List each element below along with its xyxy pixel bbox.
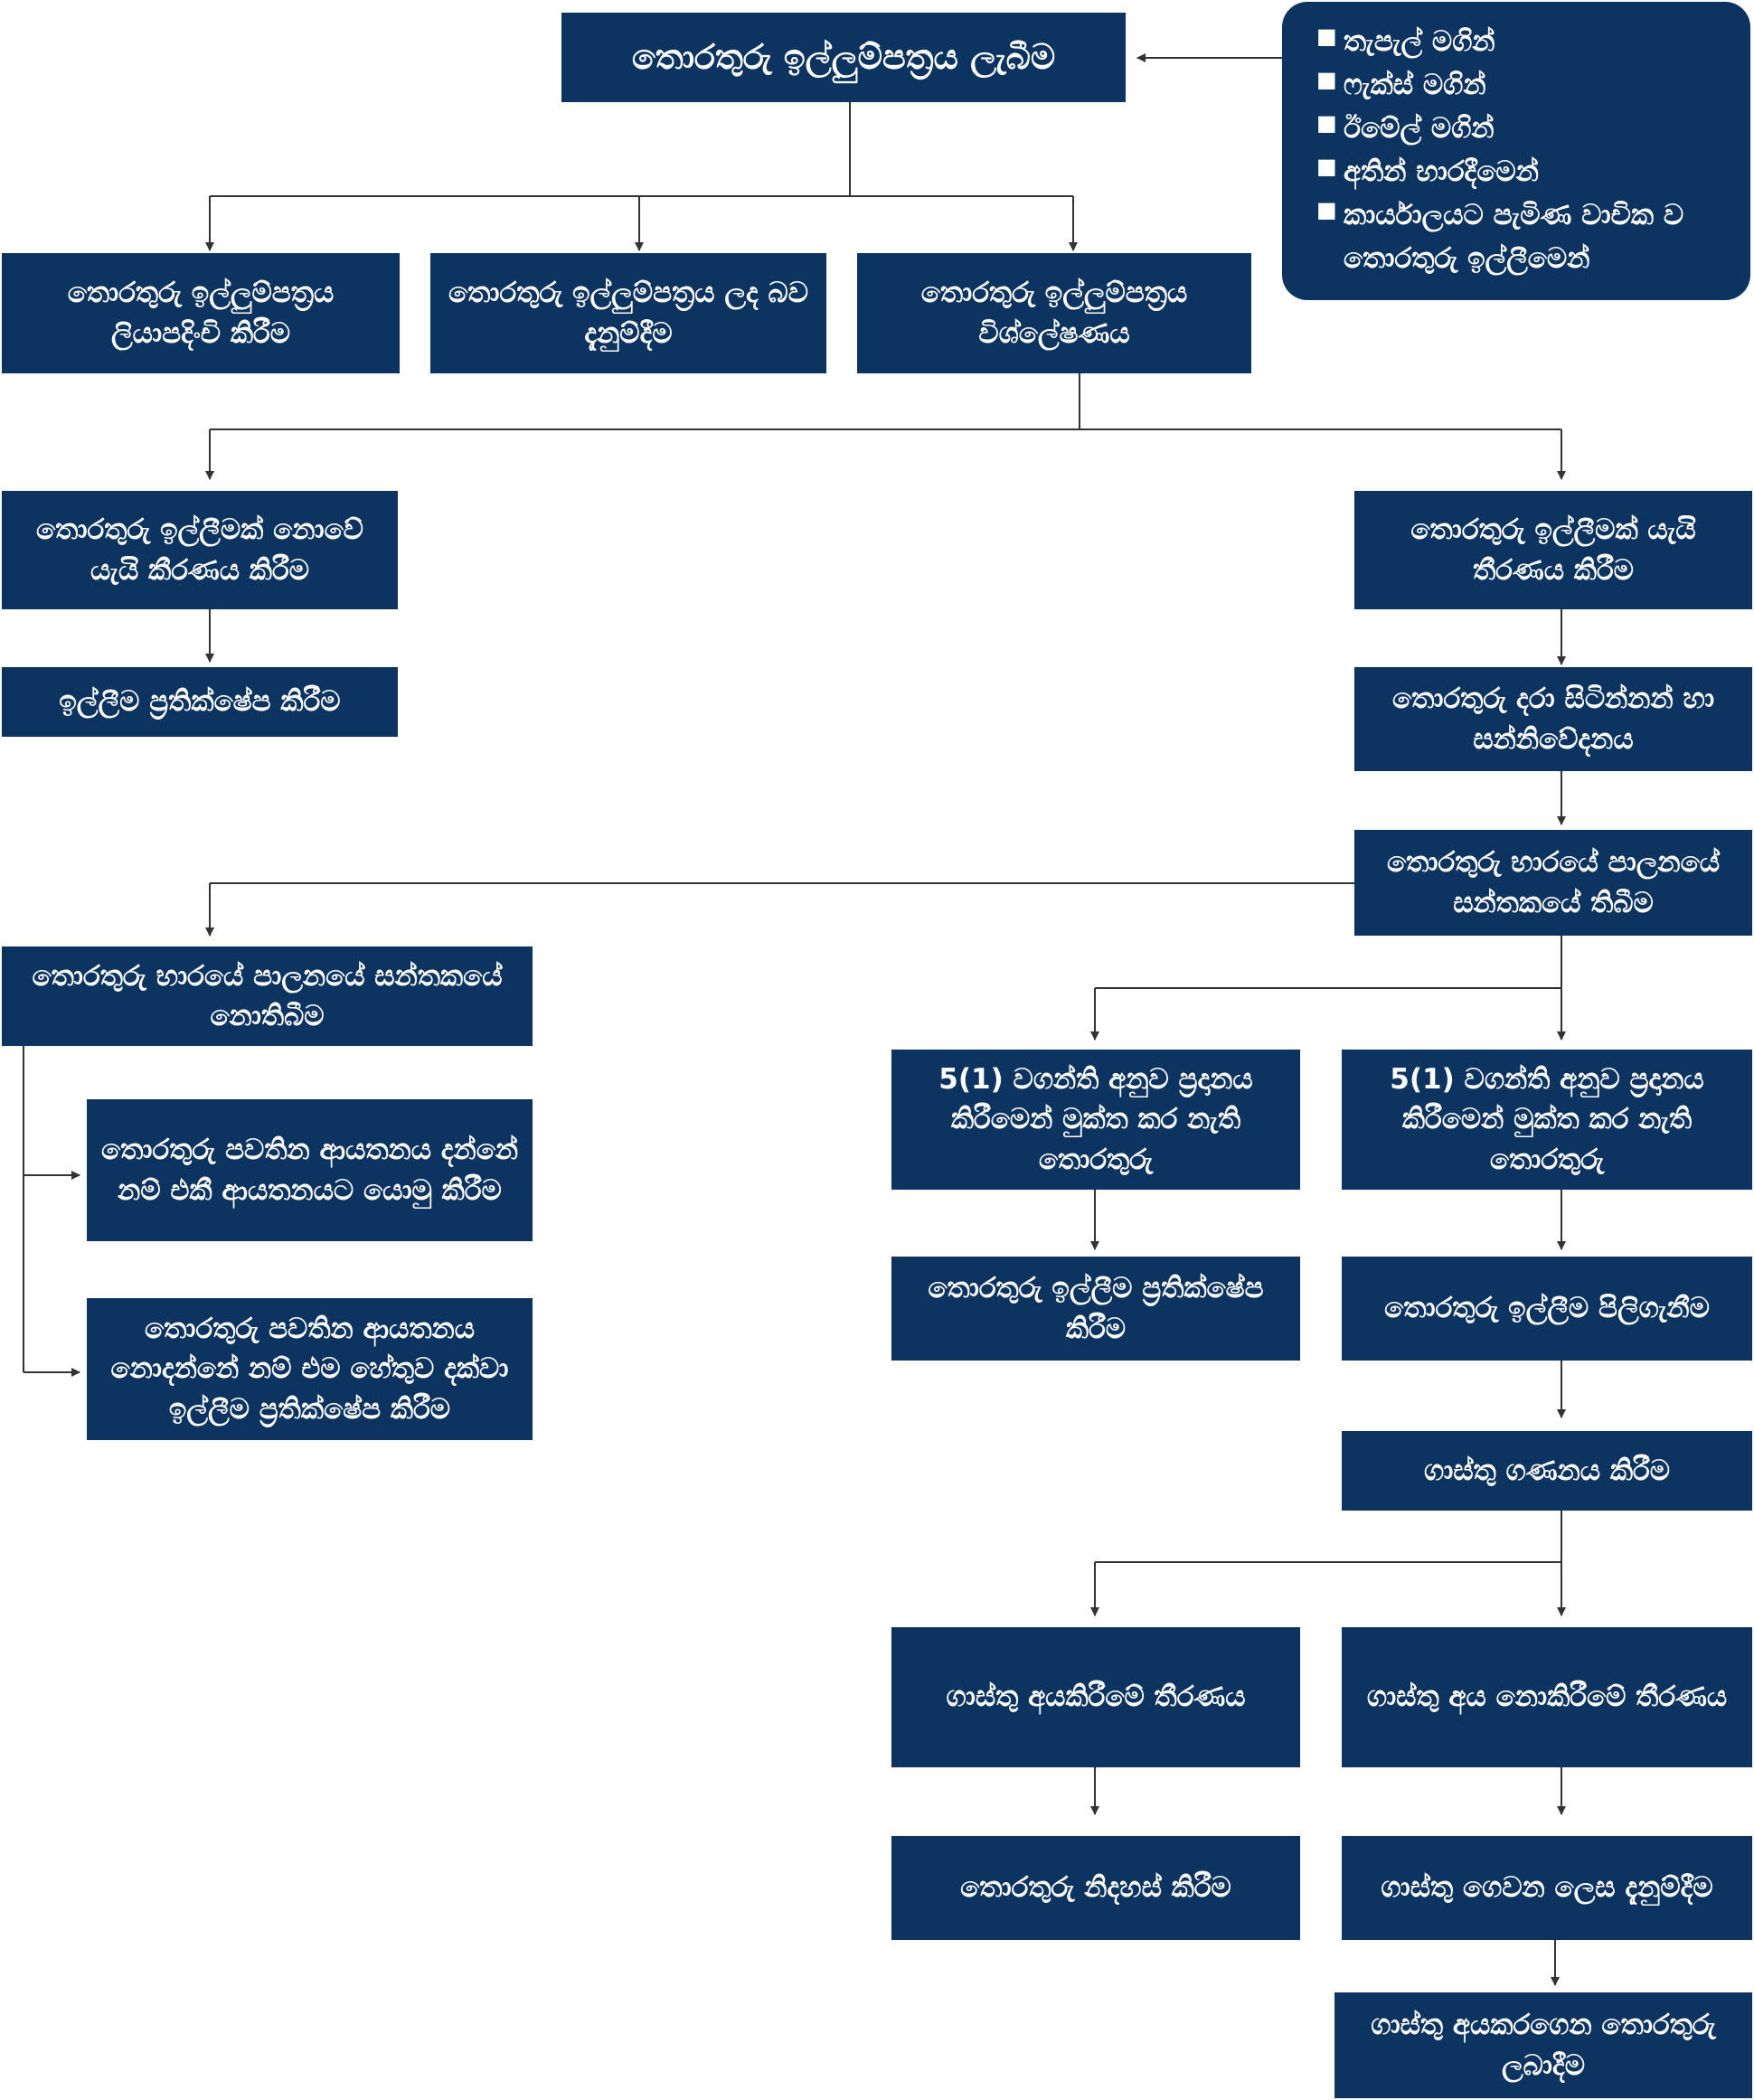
node-label: තොරතුරු ඉල්ලීම ප්‍රතික්ෂේප කිරීම [928, 1272, 1264, 1345]
node-label: ගාස්තු අයකරගෙන තොරතුරු ලබාදීම [1371, 2009, 1716, 2082]
node-label: ඉල්ලීම ප්‍රතික්ෂේප කිරීම [59, 685, 341, 719]
node-label: තොරතුරු ඉල්ලුම්පත්‍රය ලියාපදිංචි කිරීම [67, 277, 335, 350]
node-receive-application: තොරතුරු ඉල්ලුම්පත්‍රය ලැබීම [561, 13, 1126, 102]
node-label: තොරතුරු දරා සිටින්නන් හා සන්නිවේදනය [1391, 683, 1715, 756]
channel-item: ෆැක්ස් මගින් [1316, 63, 1736, 107]
node-label: තොරතුරු පවතින ආයතනය නොදන්නේ නම් එම හේතුව… [110, 1313, 509, 1426]
node-information-not-held: තොරතුරු භාරයේ පාලනයේ සන්තකයේ නොතිබීම [2, 946, 533, 1046]
node-reject-request: ඉල්ලීම ප්‍රතික්ෂේප කිරීම [2, 667, 398, 737]
node-label: තොරතුරු පවතින ආයතනය දන්නේ නම් එකී ආයතනයට… [100, 1134, 518, 1207]
channel-item: කාර්යාලයට පැමිණ වාචික ව තොරතුරු ඉල්ලීමෙන… [1316, 193, 1736, 280]
node-label: තොරතුරු ඉල්ලීමක් යැයි තීරණය කිරීම [1410, 513, 1696, 587]
node-reject-unknown-institution: තොරතුරු පවතින ආයතනය නොදන්නේ නම් එම හේතුව… [87, 1298, 533, 1440]
node-analyse-application: තොරතුරු ඉල්ලුම්පත්‍රය විශ්ලේෂණය [857, 253, 1251, 373]
node-label: 5(1) වගන්ති අනුව ප්‍රදානය කිරීමෙන් මුක්ත… [1390, 1063, 1704, 1176]
channel-item: තැපැල් මගින් [1316, 20, 1736, 63]
node-label: ගාස්තු අය නොකිරීමේ තීරණය [1366, 1681, 1728, 1714]
node-third-party-communication: තොරතුරු දරා සිටින්නන් හා සන්නිවේදනය [1354, 667, 1752, 771]
node-is-a-request: තොරතුරු ඉල්ලීමක් යැයි තීරණය කිරීම [1354, 491, 1752, 609]
node-label: 5(1) වගන්ති අනුව ප්‍රදානය කිරීමෙන් මුක්ත… [938, 1063, 1253, 1176]
node-label: තොරතුරු ඉල්ලීම පිලිගැනීම [1384, 1292, 1710, 1325]
submission-channels-panel: තැපැල් මගින් ෆැක්ස් මගින් ඊමේල් මගින් අත… [1282, 2, 1750, 300]
node-calculate-fee: ගාස්තු ගණනය කිරීම [1342, 1431, 1752, 1511]
node-label: තොරතුරු ඉල්ලීමක් නොවේ යැයි කීරණය කිරීම [36, 513, 363, 587]
node-transfer-to-institution: තොරතුරු පවතින ආයතනය දන්නේ නම් එකී ආයතනයට… [87, 1099, 533, 1241]
node-label: ගාස්තු ගණනය කිරීම [1423, 1454, 1671, 1487]
node-register-application: තොරතුරු ඉල්ලුම්පත්‍රය ලියාපදිංචි කිරීම [2, 253, 400, 373]
node-reject-information-request: තොරතුරු ඉල්ලීම ප්‍රතික්ෂේප කිරීම [891, 1257, 1300, 1361]
node-label: තොරතුරු ඉල්ලුම්පත්‍රය ලැබීම [631, 36, 1056, 77]
node-provide-information: ගාස්තු අයකරගෙන තොරතුරු ලබාදීම [1334, 1992, 1752, 2098]
node-acknowledge-receipt: තොරතුරු ඉල්ලුම්පත්‍රය ලද බව දැනුම්දීම [430, 253, 826, 373]
node-label: තොරතුරු ඉල්ලුම්පත්‍රය විශ්ලේෂණය [920, 277, 1188, 350]
channel-item: ඊමේල් මගින් [1316, 107, 1736, 150]
node-label: තොරතුරු ඉල්ලුම්පත්‍රය ලද බව දැනුම්දීම [448, 277, 808, 350]
node-not-a-request: තොරතුරු ඉල්ලීමක් නොවේ යැයි කීරණය කිරීම [2, 491, 398, 609]
node-label: තොරතුරු භාරයේ පාලනයේ සන්තකයේ නොතිබීම [32, 959, 503, 1032]
node-exempt-information: 5(1) වගන්ති අනුව ප්‍රදානය කිරීමෙන් මුක්ත… [891, 1050, 1300, 1190]
node-notify-fee-payment: ගාස්තු ගෙවන ලෙස දැනුම්දීම [1342, 1836, 1752, 1940]
node-decide-waive-fee: ගාස්තු අය නොකිරීමේ තීරණය [1342, 1627, 1752, 1767]
node-label: ගාස්තු ගෙවන ලෙස දැනුම්දීම [1381, 1871, 1713, 1905]
node-label: ගාස්තු අයකිරීමේ තීරණය [946, 1681, 1246, 1714]
node-accept-information-request: තොරතුරු ඉල්ලීම පිලිගැනීම [1342, 1257, 1752, 1361]
node-release-information: තොරතුරු නිදහස් කිරීම [891, 1836, 1300, 1940]
node-label: තොරතුරු නිදහස් කිරීම [960, 1871, 1231, 1905]
channel-item: අතින් භාරදීමෙන් [1316, 150, 1736, 193]
node-non-exempt-information: 5(1) වගන්ති අනුව ප්‍රදානය කිරීමෙන් මුක්ත… [1342, 1050, 1752, 1190]
node-label: තොරතුරු භාරයේ පාලනයේ සන්තකයේ තිබීම [1386, 846, 1720, 919]
node-decide-charge-fee: ගාස්තු අයකිරීමේ තීරණය [891, 1627, 1300, 1767]
node-information-held: තොරතුරු භාරයේ පාලනයේ සන්තකයේ තිබීම [1354, 830, 1752, 936]
